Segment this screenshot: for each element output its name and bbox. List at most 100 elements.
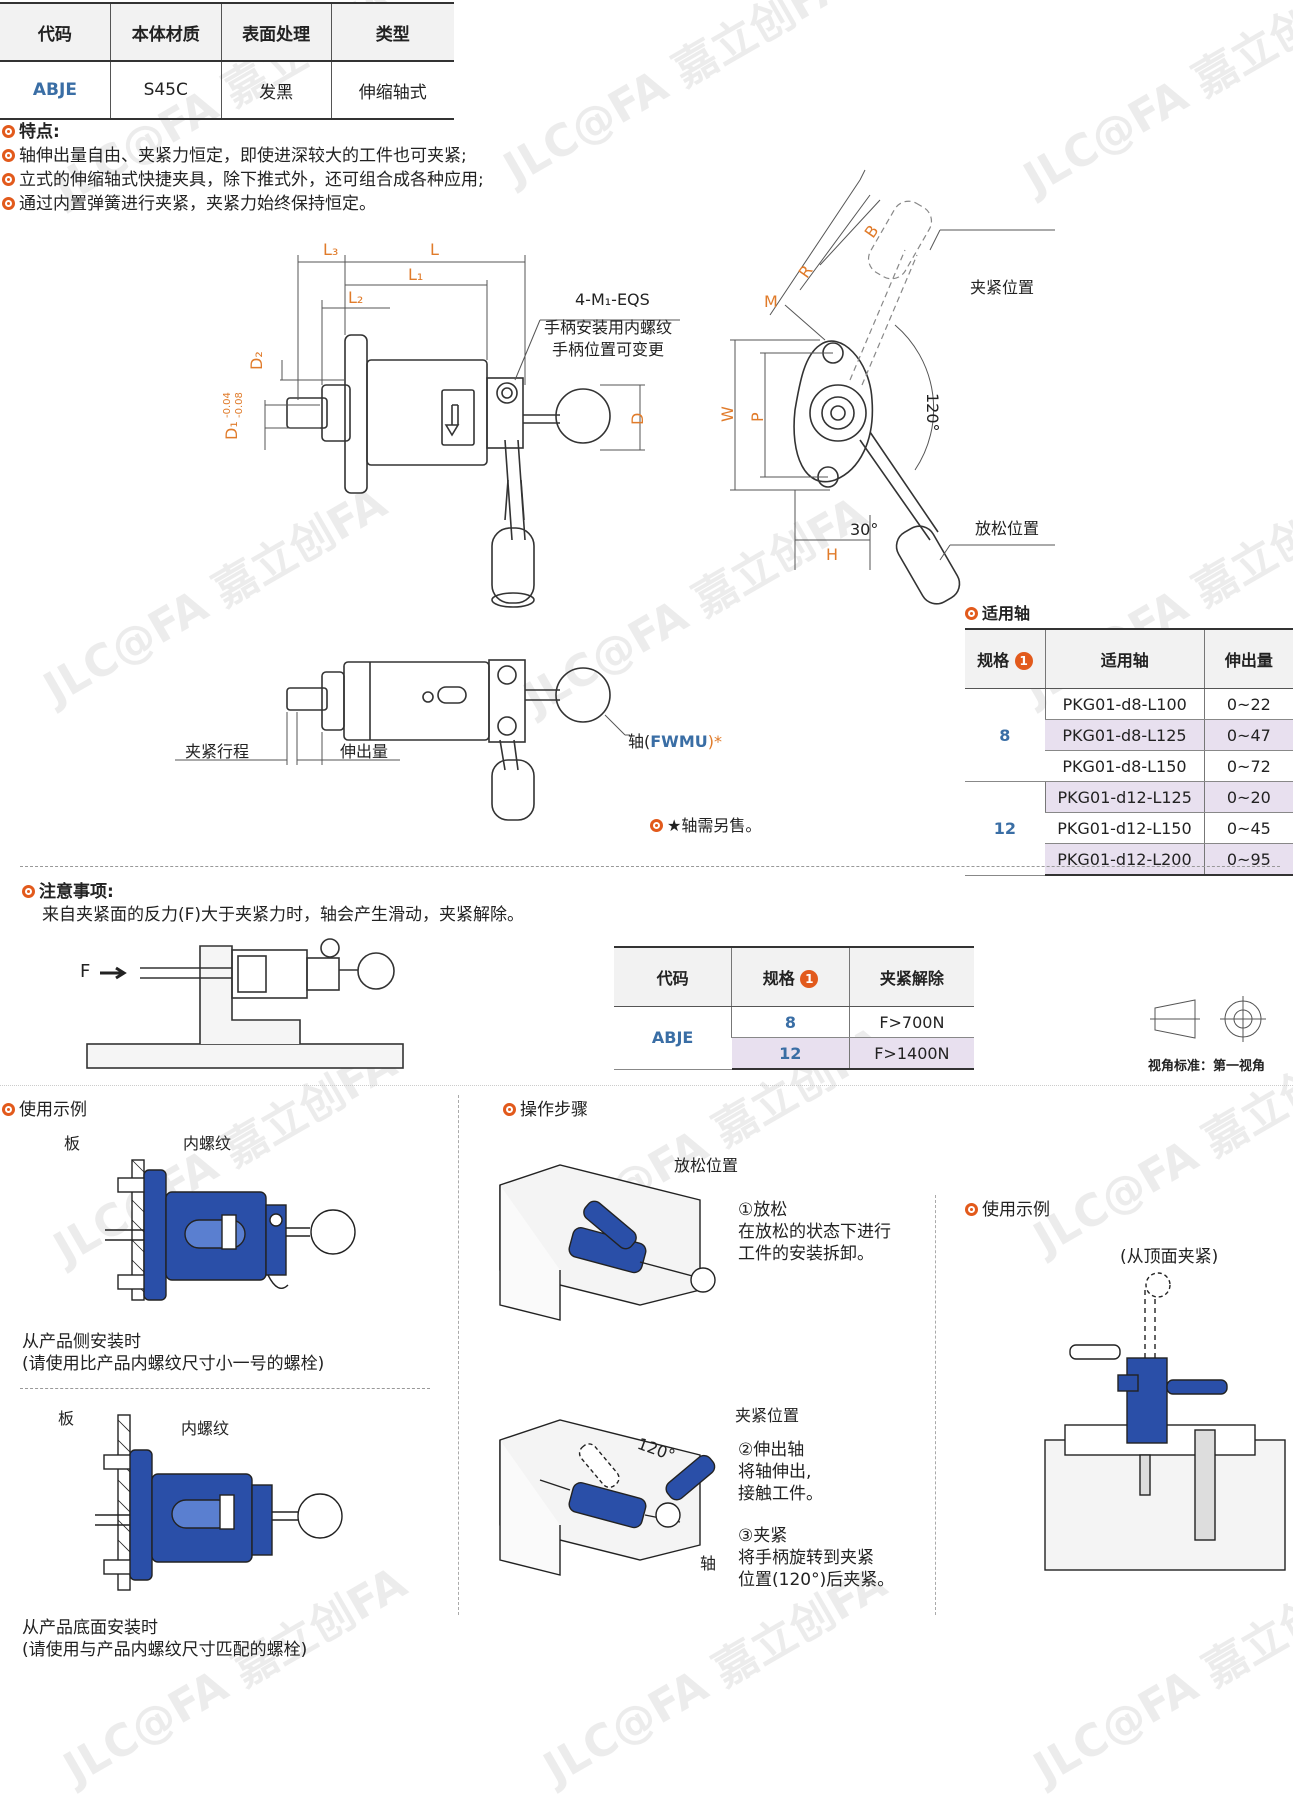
release-grip — [895, 525, 961, 605]
extension-cell: 0~45 — [1203, 812, 1293, 844]
shaft-table: 规格 1 适用轴 伸出量 8 PKG01-d8-L100 0~22 PKG01-… — [965, 628, 1293, 876]
step1-title: ①放松 — [738, 1200, 788, 1220]
dim-L1: L₁ — [408, 265, 424, 284]
step3-title: ③夹紧 — [738, 1526, 788, 1546]
step3-text-b: 位置(120°)后夹紧。 — [738, 1570, 895, 1590]
product-table: 代码 本体材质 表面处理 类型 ABJE S45C 发黑 伸缩轴式 — [0, 2, 454, 120]
bullet-icon — [22, 885, 35, 898]
extension-cell: 0~20 — [1203, 781, 1293, 813]
usage1-title: 使用示例 — [2, 1098, 87, 1122]
thread-label: 内螺纹 — [183, 1134, 232, 1153]
shaft-cell: PKG01-d8-L125 — [1045, 719, 1205, 751]
body — [366, 359, 488, 466]
extension-cell: 0~95 — [1203, 843, 1293, 876]
usage1-caption2-a: 从产品底面安装时 — [22, 1618, 158, 1638]
bullet-icon — [2, 197, 15, 210]
header-code: 代码 — [0, 2, 111, 62]
release-cell: F>700N — [848, 1006, 974, 1038]
notice-text: 来自夹紧面的反力(F)大于夹紧力时，轴会产生滑动，夹紧解除。 — [42, 905, 525, 925]
thread-spec: 4-M₁-EQS — [575, 290, 650, 309]
header-release: 夹紧解除 — [848, 946, 974, 1007]
release-cell: F>1400N — [848, 1037, 974, 1070]
release-table: 代码 规格 1 夹紧解除 ABJE 8 F>700N 12 F>1400N — [614, 946, 974, 1070]
divider — [935, 1195, 936, 1615]
header-surface: 表面处理 — [220, 2, 332, 62]
bullet-icon — [2, 125, 15, 138]
bullet-icon — [2, 1103, 15, 1116]
features-section: 特点: 轴伸出量自由、夹紧力恒定，即使进深较大的工件也可夹紧; 立式的伸缩轴式快… — [2, 120, 484, 216]
dim-M: M — [764, 292, 778, 311]
clamp-position-label: 夹紧位置 — [735, 1406, 800, 1425]
header-spec: 规格 1 — [965, 628, 1046, 689]
step2-text-a: 将轴伸出, — [738, 1462, 812, 1482]
clamp-position-label: 夹紧位置 — [970, 278, 1035, 297]
lever-grip — [491, 527, 535, 604]
shaft-cell: PKG01-d12-L200 — [1045, 843, 1205, 876]
divider — [0, 1085, 1293, 1086]
technical-drawings — [86, 169, 1286, 1591]
step3-text-a: 将手柄旋转到夹紧 — [738, 1548, 874, 1568]
extension-cell: 0~22 — [1203, 688, 1293, 720]
bullet-icon — [965, 1203, 978, 1216]
usage1-caption-b: (请使用比产品内螺纹尺寸小一号的螺栓) — [22, 1354, 325, 1374]
header-spec: 规格 1 — [731, 946, 850, 1007]
front-flange — [793, 340, 874, 483]
shaft-table-title: 适用轴 — [965, 600, 1030, 624]
dim-H: H — [826, 545, 839, 564]
bullet-icon — [503, 1103, 516, 1116]
cell-type: 伸缩轴式 — [330, 61, 454, 120]
notice-title: 注意事项: — [22, 880, 114, 904]
extension-cell: 0~72 — [1203, 750, 1293, 782]
view-standard: 视角标准：第一视角 — [1148, 1059, 1266, 1074]
step1-text-a: 在放松的状态下进行 — [738, 1222, 891, 1242]
dim-L3: L₃ — [323, 240, 339, 259]
shaft-end — [286, 397, 328, 429]
step1-text-b: 工件的安装拆卸。 — [738, 1244, 874, 1264]
header-type: 类型 — [330, 2, 454, 62]
dim-D2: D₂ — [247, 351, 266, 370]
divider — [20, 1388, 430, 1389]
dim-D: D — [628, 412, 647, 425]
divider — [20, 866, 1280, 867]
dim-L2: L₂ — [348, 288, 364, 307]
header-code: 代码 — [614, 946, 732, 1007]
angle-120: 120° — [923, 393, 942, 432]
header-extension: 伸出量 — [1203, 628, 1293, 689]
shaft-label: 轴(FWMU)* — [628, 732, 722, 751]
spec-cell: 12 — [731, 1037, 850, 1070]
dim-D1-tol-bot: -0.08 — [234, 392, 245, 418]
extension-label: 伸出量 — [340, 742, 389, 761]
shaft-cell: PKG01-d8-L100 — [1044, 688, 1205, 720]
step2-text-b: 接触工件。 — [738, 1484, 823, 1504]
flange — [344, 334, 368, 494]
star-note: ★轴需另售。 — [650, 812, 761, 836]
code-cell: ABJE — [614, 1006, 732, 1070]
clamp-stroke-label: 夹紧行程 — [185, 742, 250, 761]
header-shaft: 适用轴 — [1044, 628, 1205, 689]
dim-W: W — [718, 406, 737, 422]
step2-title: ②伸出轴 — [738, 1440, 805, 1460]
plate-label: 板 — [58, 1409, 75, 1428]
feature-item: 立式的伸缩轴式快捷夹具，除下推式外，还可组合成各种应用; — [19, 170, 484, 190]
dim-D1: D₁ — [222, 421, 241, 440]
thread-note-1: 手柄安装用内螺纹 — [544, 318, 673, 337]
extension-cell: 0~47 — [1203, 719, 1293, 751]
usage1-caption-a: 从产品侧安装时 — [22, 1332, 141, 1352]
bullet-icon — [2, 149, 15, 162]
bullet-icon — [965, 607, 978, 620]
dim-D1-tol-top: -0.04 — [222, 392, 233, 418]
cell-material: S45C — [109, 61, 222, 120]
shaft-cell: PKG01-d12-L125 — [1044, 781, 1205, 813]
force-label: F — [80, 961, 91, 982]
shaft-cell: PKG01-d8-L150 — [1045, 750, 1205, 782]
spec-cell: 8 — [965, 688, 1046, 782]
header-material: 本体材质 — [109, 2, 222, 62]
number-1-icon: 1 — [1014, 652, 1033, 670]
dim-P: P — [748, 412, 767, 422]
dim-L: L — [430, 240, 439, 259]
bullet-icon — [650, 819, 663, 832]
feature-item: 轴伸出量自由、夹紧力恒定，即使进深较大的工件也可夹紧; — [19, 146, 467, 166]
cell-surface: 发黑 — [220, 61, 332, 120]
divider — [458, 1095, 459, 1615]
shaft-cell: PKG01-d12-L150 — [1045, 812, 1205, 844]
